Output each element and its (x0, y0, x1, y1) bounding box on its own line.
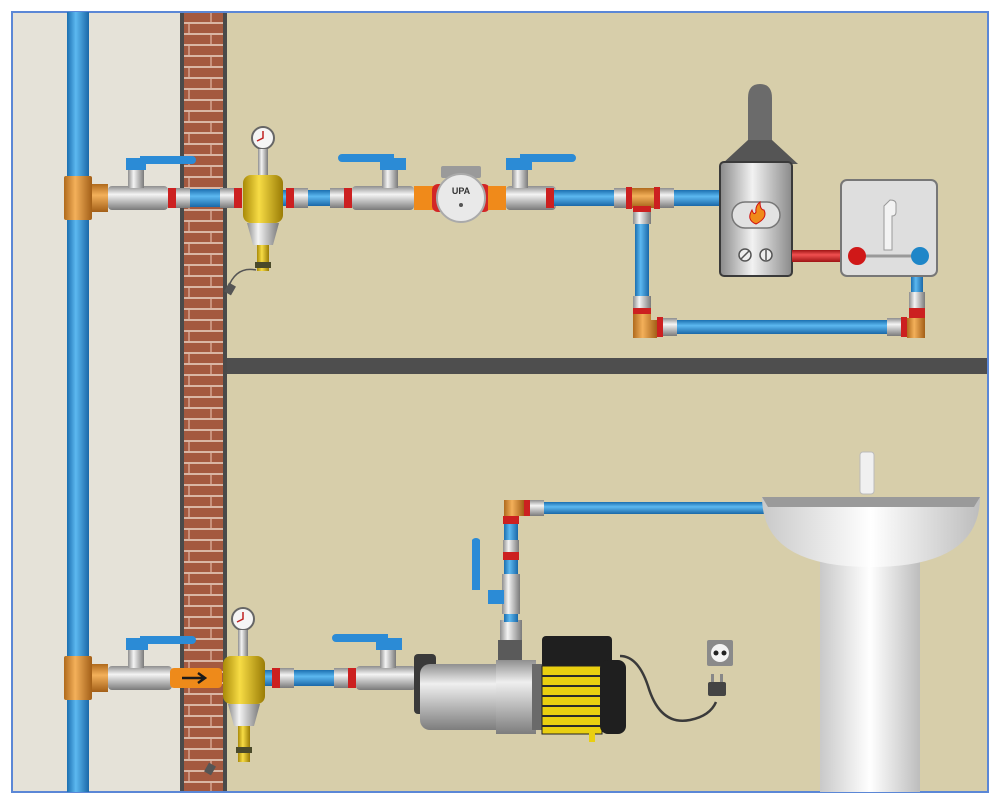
pump-outlet-riser (472, 500, 764, 640)
power-plug[interactable] (708, 682, 726, 696)
faucet[interactable] (859, 451, 875, 495)
power-socket (707, 640, 733, 666)
ball-valve-lower-1[interactable] (108, 666, 172, 690)
floor-slab (227, 358, 988, 374)
elbow-fitting (504, 500, 524, 516)
ball-valve-lower-3[interactable] (502, 574, 520, 614)
surface-pump (414, 636, 726, 742)
mesh-filter-upper (224, 126, 283, 296)
washbasin (762, 451, 980, 792)
circulation-pump: UPA (414, 166, 506, 223)
tee-fitting (628, 188, 658, 208)
mesh-filter-lower (204, 607, 265, 776)
cold-knob-icon[interactable] (911, 247, 929, 265)
ball-valve-upper-1[interactable] (108, 186, 168, 210)
ball-valve-lower-2[interactable] (356, 666, 416, 690)
ball-valve-upper-2[interactable] (352, 186, 414, 210)
hot-water-pipe (792, 250, 842, 262)
flame-icon (749, 200, 766, 225)
elbow-fitting (907, 318, 925, 338)
ball-valve-upper-3[interactable] (506, 186, 556, 210)
upper-floor-line: UPA (64, 126, 925, 338)
valve-handle[interactable] (472, 538, 504, 604)
valve-handle[interactable] (338, 154, 406, 170)
pump-label: UPA (452, 186, 471, 196)
tee-fitting-upper (64, 176, 92, 220)
valve-handle[interactable] (126, 636, 196, 650)
elbow-fitting (633, 314, 657, 338)
outer-wall (12, 12, 182, 792)
flow-arrow-icon (182, 671, 208, 685)
frame-border (11, 11, 989, 793)
brick-wall (184, 12, 223, 792)
lower-floor-line (64, 607, 416, 776)
hot-knob-icon[interactable] (848, 247, 866, 265)
tee-fitting-lower (64, 656, 92, 700)
mixer-tap (840, 179, 938, 277)
valve-handle[interactable] (332, 634, 402, 650)
water-heater (719, 84, 798, 277)
valve-handle[interactable] (506, 154, 576, 170)
power-cord (619, 654, 718, 723)
valve-handle[interactable] (126, 156, 196, 170)
